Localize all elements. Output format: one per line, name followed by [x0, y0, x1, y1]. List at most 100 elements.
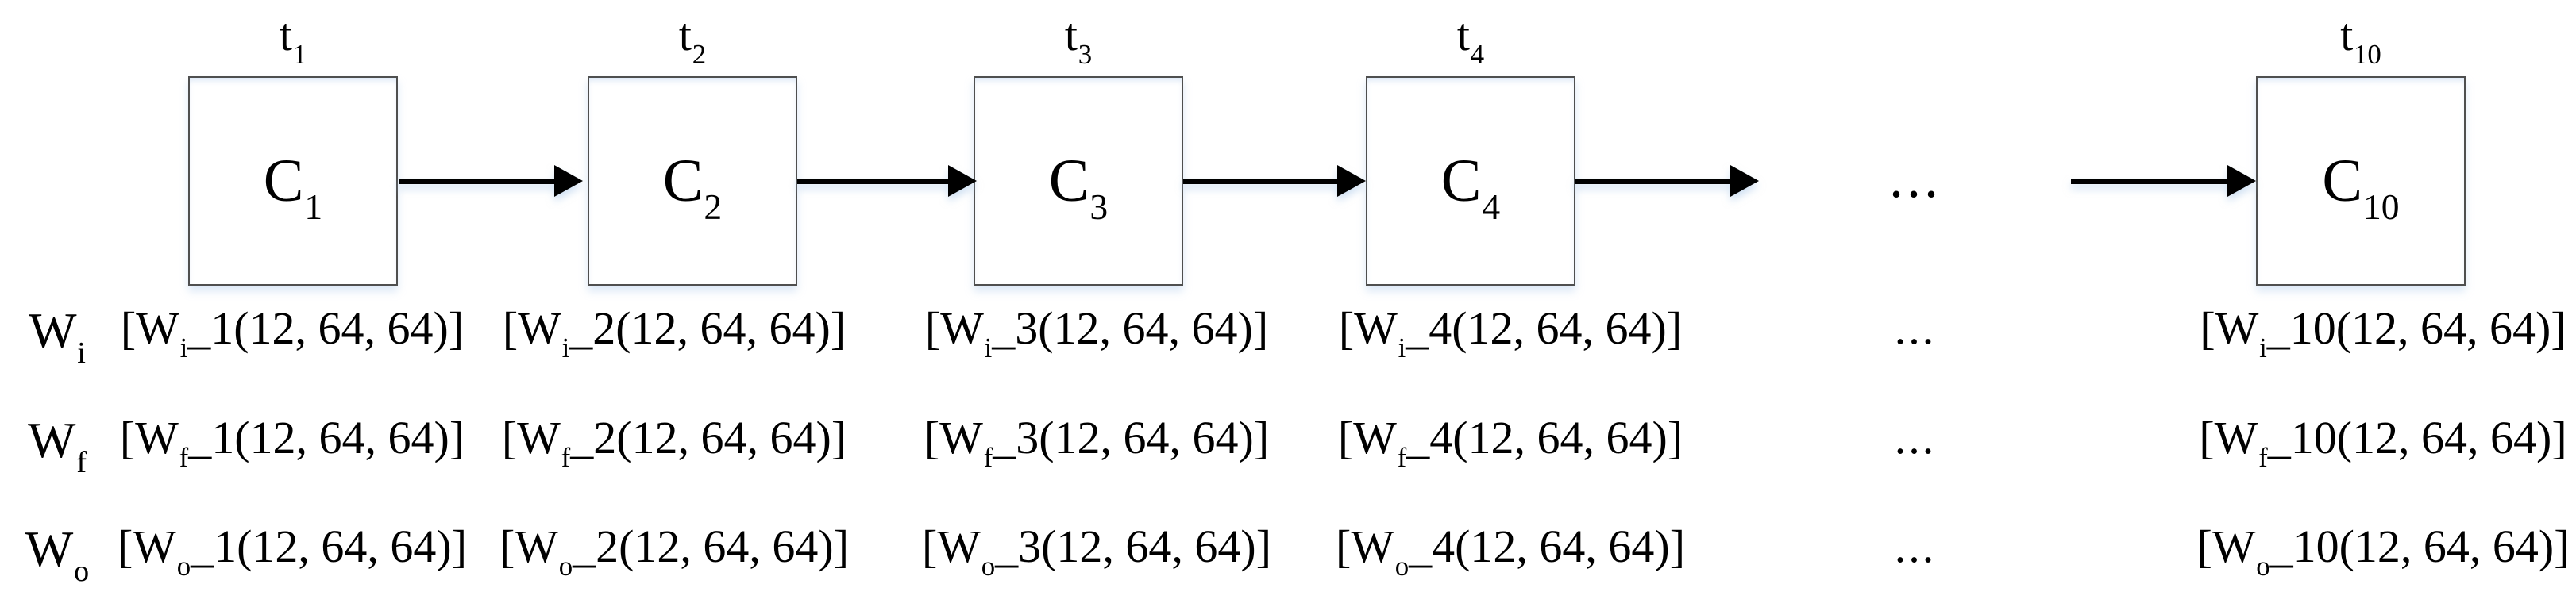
weight-cell-wo-1: [Wo_1(12, 64, 64)] — [86, 521, 499, 581]
cell-pre: [W — [499, 521, 558, 572]
cell-post: _1(12, 64, 64)] — [188, 412, 465, 463]
cell-base: C — [2322, 148, 2363, 214]
cell-subscript: o — [1394, 551, 1409, 582]
cell-subscript: f — [179, 442, 189, 474]
cell-box-c1: C1 — [188, 76, 398, 286]
cell-pre: [W — [1338, 302, 1398, 354]
weight-cell-wi-2: [Wi_2(12, 64, 64)] — [468, 306, 881, 363]
timestep-sub: 3 — [1078, 39, 1093, 71]
cell-subscript: i — [984, 332, 993, 364]
cell-box-c2: C2 — [588, 76, 797, 286]
cell-label: C1 — [263, 148, 322, 225]
cell-sub: 4 — [1482, 186, 1501, 227]
cell-subscript: i — [561, 332, 570, 364]
timestep-label-t10: t10 — [2256, 9, 2466, 69]
arrow-head-icon — [1337, 165, 1366, 197]
weight-row-ellipsis: ... — [1894, 412, 1937, 463]
cell-pre: [W — [502, 302, 561, 354]
cell-pre: [W — [120, 302, 179, 354]
row-label-base: W — [25, 521, 74, 577]
cell-post: _10(12, 64, 64)] — [2269, 521, 2570, 572]
cell-base: C — [263, 148, 304, 214]
cell-base: C — [1440, 148, 1482, 214]
row-label-base: W — [28, 412, 76, 468]
cell-subscript: f — [561, 442, 571, 474]
cell-pre: [W — [1337, 412, 1397, 463]
weight-cell-wi-3: [Wi_3(12, 64, 64)] — [890, 306, 1303, 363]
row-label-wi: Wi — [19, 306, 95, 369]
cell-subscript: o — [2256, 551, 2270, 582]
timestep-sub: 4 — [1470, 39, 1485, 71]
cell-sub: 10 — [2363, 186, 2400, 227]
arrow-line — [797, 179, 953, 184]
weight-row-ellipsis: ... — [1894, 521, 1937, 572]
weight-cell-wf-1: [Wf_1(12, 64, 64)] — [86, 412, 499, 472]
weight-cell-wi-4: [Wi_4(12, 64, 64)] — [1304, 306, 1717, 363]
cell-subscript: o — [176, 551, 191, 582]
cell-post: _4(12, 64, 64)] — [1406, 302, 1683, 354]
weight-cell-wo-3: [Wo_3(12, 64, 64)] — [890, 521, 1303, 581]
timestep-label-t4: t4 — [1366, 9, 1575, 69]
cell-post: _3(12, 64, 64)] — [992, 302, 1269, 354]
cell-pre: [W — [921, 521, 981, 572]
weight-cell-wo-4: [Wo_4(12, 64, 64)] — [1304, 521, 1717, 581]
row-label-sub: i — [77, 336, 86, 371]
timestep-base: t — [678, 9, 692, 60]
cell-post: _2(12, 64, 64)] — [569, 302, 846, 354]
cell-subscript: f — [983, 442, 993, 474]
cell-post: _1(12, 64, 64)] — [187, 302, 465, 354]
cell-post: _4(12, 64, 64)] — [1406, 412, 1683, 463]
cell-post: _3(12, 64, 64)] — [995, 521, 1272, 572]
arrow-head-icon — [948, 165, 977, 197]
weight-row-ellipsis: ... — [1894, 302, 1937, 354]
weight-cell-wo-2: [Wo_2(12, 64, 64)] — [468, 521, 881, 581]
cell-subscript: o — [981, 551, 996, 582]
timestep-base: t — [279, 9, 293, 60]
cell-pre: [W — [1335, 521, 1394, 572]
weight-cell-wi-1: [Wi_1(12, 64, 64)] — [86, 306, 499, 363]
timestep-label-t1: t1 — [188, 9, 398, 69]
cell-box-c3: C3 — [974, 76, 1183, 286]
weight-cell-wf-3: [Wf_3(12, 64, 64)] — [890, 412, 1303, 472]
timestep-sub: 10 — [2354, 39, 2381, 71]
weight-row-wf: Wf [Wf_1(12, 64, 64)] [Wf_2(12, 64, 64)]… — [0, 415, 2576, 480]
timestep-base: t — [1456, 9, 1471, 60]
arrow-line — [399, 179, 559, 184]
weight-cell-wi-10: [Wi_10(12, 64, 64)] — [2177, 306, 2576, 363]
arrow-head-icon — [554, 165, 583, 197]
arrow-c2-c3 — [797, 163, 977, 199]
row-label-sub: f — [76, 446, 87, 480]
cell-subscript: f — [1397, 442, 1407, 474]
timestep-label-t2: t2 — [588, 9, 797, 69]
cell-base: C — [662, 148, 704, 214]
timestep-base: t — [1064, 9, 1078, 60]
weight-cell-wo-10: [Wo_10(12, 64, 64)] — [2177, 521, 2576, 581]
timestep-base: t — [2340, 9, 2354, 60]
cell-post: _3(12, 64, 64)] — [993, 412, 1270, 463]
row-label-wf: Wf — [19, 412, 95, 478]
cell-label: C10 — [2322, 148, 2399, 225]
arrow-head-icon — [1730, 165, 1759, 197]
timestep-sub: 1 — [292, 39, 307, 71]
timestep-label-t3: t3 — [974, 9, 1183, 69]
cell-pre: [W — [2196, 521, 2256, 572]
cell-label: C3 — [1049, 151, 1108, 225]
cell-sub: 1 — [304, 186, 323, 227]
weight-row-wo: Wo [Wo_1(12, 64, 64)] [Wo_2(12, 64, 64)]… — [0, 524, 2576, 589]
row-label-sub: o — [73, 555, 90, 589]
cell-post: _10(12, 64, 64)] — [2267, 412, 2567, 463]
cell-box-c10: C10 — [2256, 76, 2466, 286]
cell-sub: 2 — [704, 186, 723, 227]
cell-subscript: o — [558, 551, 573, 582]
cell-subscript: i — [179, 332, 188, 364]
row-label-base: W — [29, 302, 77, 359]
cell-label: C2 — [662, 148, 722, 225]
cell-pre: [W — [2200, 302, 2259, 354]
weight-cell-wf-10: [Wf_10(12, 64, 64)] — [2177, 412, 2576, 472]
weight-cell-wf-4: [Wf_4(12, 64, 64)] — [1304, 412, 1717, 472]
cell-post: _1(12, 64, 64)] — [191, 521, 468, 572]
cell-pre: [W — [924, 302, 984, 354]
chain-ellipsis: ... — [1889, 146, 1942, 209]
cell-label: C4 — [1440, 148, 1500, 225]
